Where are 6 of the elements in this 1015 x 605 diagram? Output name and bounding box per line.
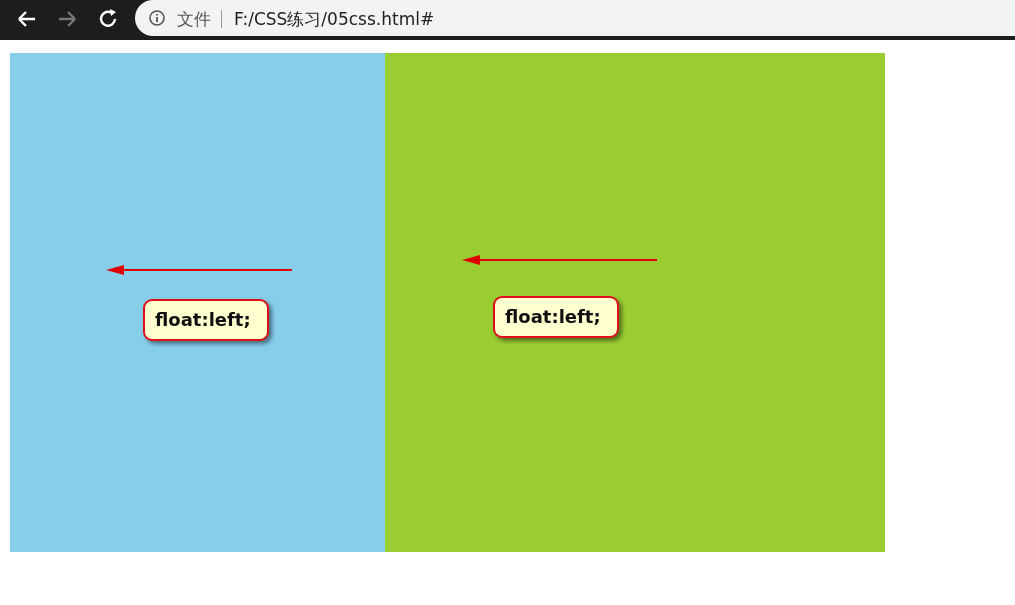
- callout-box: float:left;: [493, 296, 619, 338]
- page-status-text: 文件: [177, 8, 211, 31]
- float-box: [10, 53, 385, 552]
- float-box: [385, 53, 885, 552]
- url-text: F:/CSS练习/05css.html#: [234, 8, 435, 31]
- callout-box: float:left;: [143, 299, 269, 341]
